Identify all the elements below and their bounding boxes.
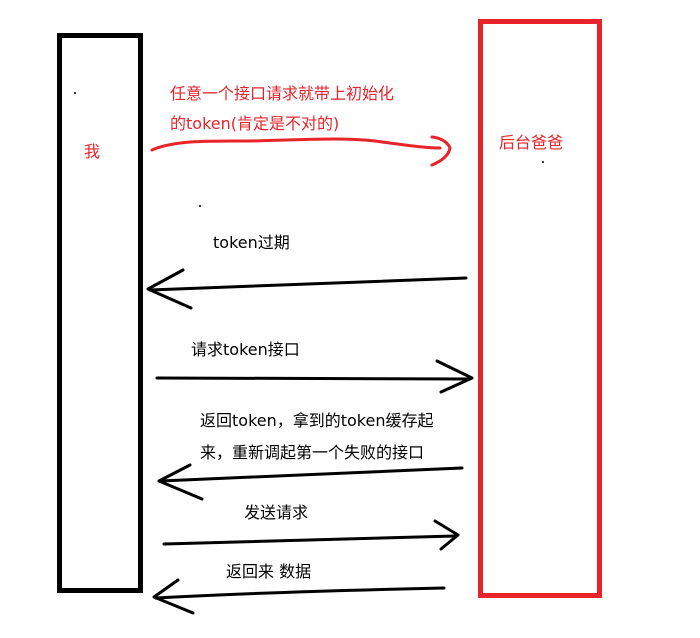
step-2-arrow <box>146 268 468 310</box>
stray-dot <box>542 161 544 163</box>
stray-dot <box>74 92 76 94</box>
step-6-arrow <box>152 578 446 615</box>
step-5-arrow <box>162 519 460 551</box>
stray-dot <box>199 205 201 207</box>
step-1-label-line-2: 的token(肯定是不对的) <box>170 114 340 133</box>
step-3-arrow <box>155 359 474 394</box>
step-1-label-line-1: 任意一个接口请求就带上初始化 <box>170 84 395 103</box>
step-2-label: token过期 <box>213 233 290 252</box>
step-4-arrow <box>157 463 464 501</box>
client-label: 我 <box>84 142 101 161</box>
step-1-arrow <box>150 135 452 167</box>
step-5-label: 发送请求 <box>244 503 309 522</box>
step-4-label-line-1: 返回token，拿到的token缓存起 <box>200 411 434 430</box>
server-label: 后台爸爸 <box>499 133 564 152</box>
server-box <box>478 19 602 598</box>
client-box <box>57 33 143 593</box>
step-3-label: 请求token接口 <box>191 340 300 359</box>
step-6-label: 返回来 数据 <box>226 562 312 581</box>
step-4-label-line-2: 来，重新调起第一个失败的接口 <box>200 443 425 462</box>
